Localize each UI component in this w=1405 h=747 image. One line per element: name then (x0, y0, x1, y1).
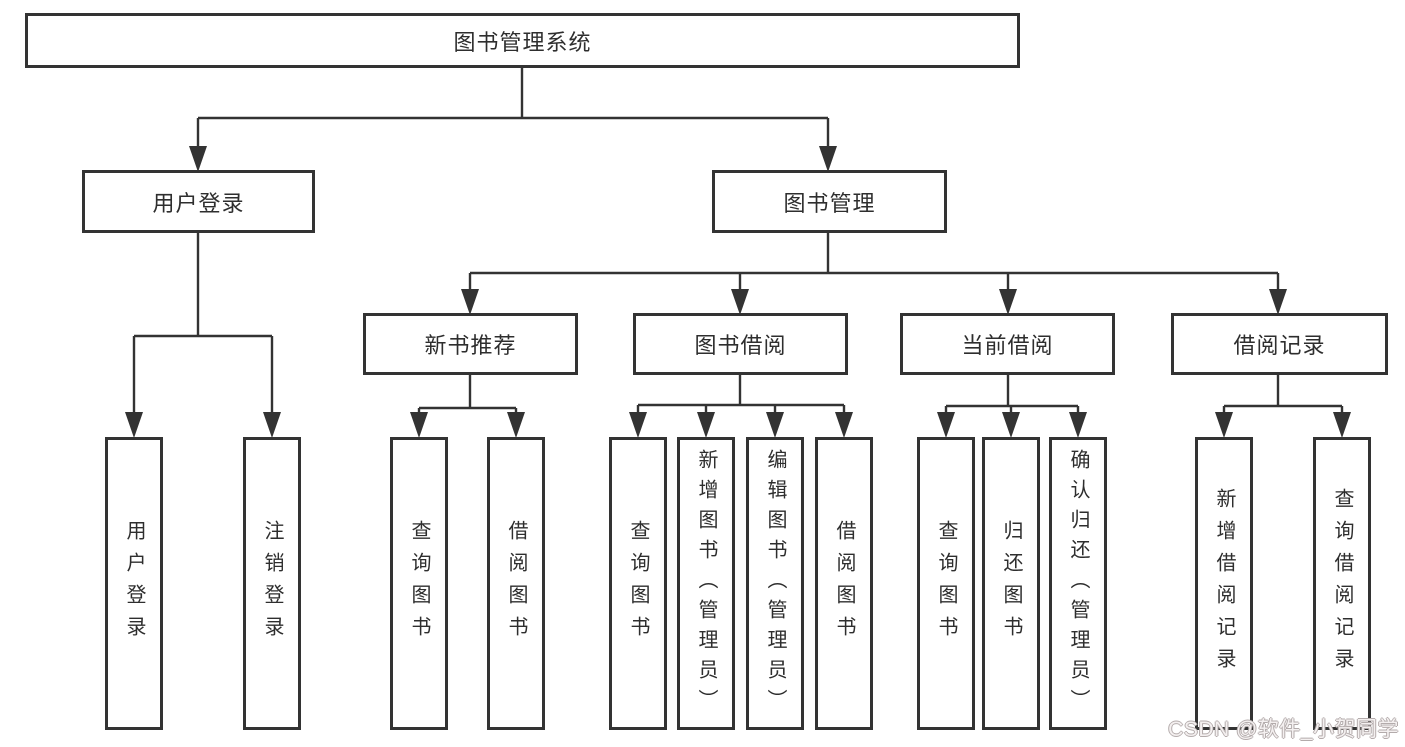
connector-current-borrow-children (937, 375, 1087, 438)
node-user-login: 用户登录 (82, 170, 315, 233)
leaf-add-book-admin: 新增图书（管理员） (677, 437, 735, 730)
node-book-management: 图书管理 (712, 170, 947, 233)
node-root-system: 图书管理系统 (25, 13, 1020, 68)
csdn-watermark: CSDN @软件_小贺同学 (1168, 718, 1399, 741)
connector-root-to-level2 (189, 68, 837, 172)
leaf-confirm-return-admin: 确认归还（管理员） (1049, 437, 1107, 730)
connector-borrow-records-children (1215, 375, 1351, 438)
connector-book-borrow-children (629, 375, 853, 438)
connector-new-book-recommend-children (410, 375, 525, 438)
node-new-book-recommend: 新书推荐 (363, 313, 578, 375)
leaf-query-books-recommend: 查询图书 (390, 437, 448, 730)
connector-book-management-children (461, 233, 1287, 315)
node-current-borrow: 当前借阅 (900, 313, 1115, 375)
leaf-user-login: 用户登录 (105, 437, 163, 730)
leaf-query-books-current: 查询图书 (917, 437, 975, 730)
leaf-borrow-books: 借阅图书 (815, 437, 873, 730)
leaf-logout: 注销登录 (243, 437, 301, 730)
leaf-return-book: 归还图书 (982, 437, 1040, 730)
leaf-edit-book-admin: 编辑图书（管理员） (746, 437, 804, 730)
leaf-add-borrow-record: 新增借阅记录 (1195, 437, 1253, 730)
node-book-borrow: 图书借阅 (633, 313, 848, 375)
node-borrow-records: 借阅记录 (1171, 313, 1388, 375)
leaf-query-borrow-record: 查询借阅记录 (1313, 437, 1371, 730)
leaf-borrow-books-recommend: 借阅图书 (487, 437, 545, 730)
leaf-query-books-borrow: 查询图书 (609, 437, 667, 730)
connector-user-login-children (125, 233, 281, 438)
